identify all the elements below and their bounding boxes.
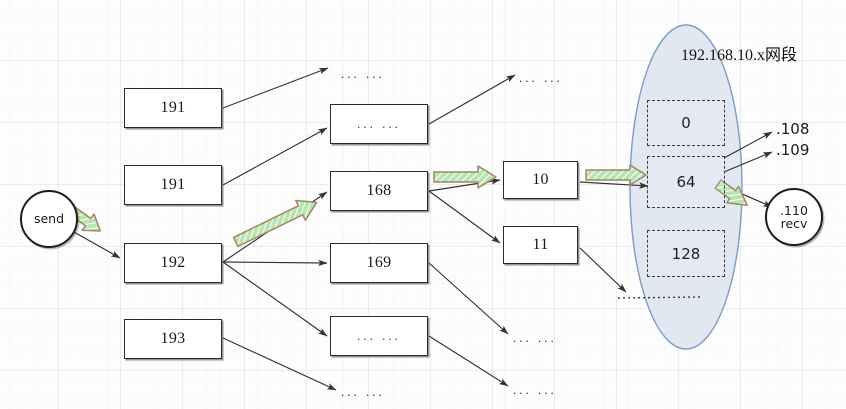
- recv-node-label: recv: [780, 216, 808, 231]
- node-label: ... ...: [357, 116, 401, 131]
- host-label-109: .109: [776, 141, 810, 159]
- node-label: 191: [160, 99, 186, 116]
- node-octet1-2[interactable]: 192: [124, 243, 222, 283]
- subnet-block-label: 0: [681, 114, 691, 132]
- node-label: 193: [160, 330, 186, 347]
- subnet-ellipse: [629, 24, 743, 350]
- node-label: 191: [160, 176, 186, 193]
- subnet-block-label: 128: [671, 244, 701, 263]
- subnet-block-label: 64: [676, 173, 696, 191]
- ellipsis-label-3: ... ...: [513, 382, 557, 397]
- node-octet3-0[interactable]: 10: [503, 161, 578, 199]
- subnet-block-0[interactable]: 0: [647, 100, 725, 146]
- ellipsis-label-2: ... ...: [513, 330, 557, 345]
- node-octet3-1[interactable]: 11: [503, 226, 578, 264]
- subnet-title: 192.168.10.x网段: [681, 47, 798, 64]
- connector-group-octet1: [222, 67, 337, 391]
- ellipsis-label-0: ... ...: [341, 66, 385, 81]
- highlight-arrow-10-to-64: [585, 164, 647, 186]
- node-octet1-3[interactable]: 193: [124, 319, 222, 359]
- highlight-arrow-octet1-to-168: [232, 199, 318, 248]
- node-label: 10: [532, 171, 549, 188]
- recv-node[interactable]: .110 recv: [765, 188, 823, 246]
- send-node[interactable]: send: [20, 190, 78, 248]
- ellipsis-dotted-trail: [617, 296, 701, 299]
- node-label: 11: [532, 236, 549, 253]
- highlight-arrow-168-to-10: [433, 165, 497, 189]
- subnet-block-64[interactable]: 64: [647, 156, 725, 208]
- node-octet2-1[interactable]: 168: [330, 171, 428, 211]
- node-octet1-0[interactable]: 191: [124, 88, 222, 128]
- connector-group-octet3: [579, 181, 649, 293]
- node-octet2-2[interactable]: 169: [330, 243, 428, 283]
- highlight-arrow-64-to-recv: [714, 179, 748, 207]
- send-node-label: send: [33, 211, 65, 227]
- node-octet1-1[interactable]: 191: [124, 165, 222, 205]
- ellipsis-label-1: ... ...: [519, 70, 563, 85]
- subnet-block-128[interactable]: 128: [647, 230, 725, 277]
- node-label: ... ...: [357, 328, 401, 343]
- recv-node-address: .110: [780, 202, 808, 218]
- node-octet2-0[interactable]: ... ...: [330, 104, 428, 144]
- node-octet2-3[interactable]: ... ...: [330, 316, 428, 356]
- ellipsis-label-4: ... ...: [341, 384, 385, 399]
- node-label: 168: [366, 182, 392, 199]
- node-label: 169: [366, 254, 392, 271]
- host-label-108: .108: [776, 120, 810, 138]
- node-label: 192: [160, 254, 186, 271]
- connector-group-send: [73, 231, 121, 259]
